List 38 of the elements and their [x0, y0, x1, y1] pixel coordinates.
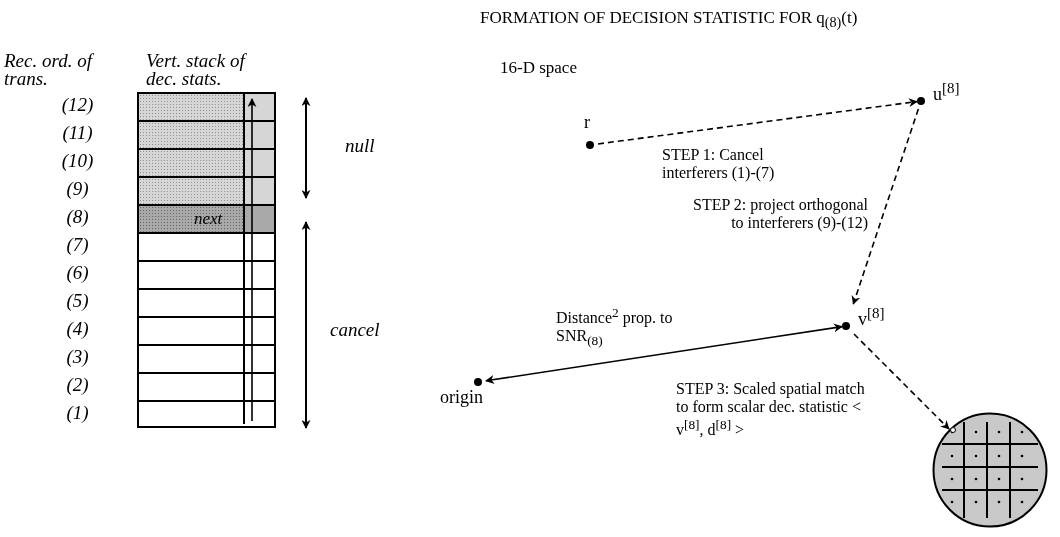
stack-row — [139, 176, 245, 204]
edge-label: Distance$^{2}$ prop. to SNR$_{(8)}$ — [556, 304, 674, 351]
arrow — [485, 323, 843, 384]
point-label: r — [584, 113, 590, 132]
order-number: (4) — [65, 319, 90, 339]
arrow — [597, 98, 918, 145]
order-number: (10) — [60, 151, 95, 171]
bracket-label: cancel — [330, 320, 380, 340]
edge-label: STEP 2: project orthogonal to interferers (9)-(12) — [692, 196, 868, 232]
point-label: u$^{[8]}$ — [933, 79, 960, 104]
stack-row — [139, 148, 245, 176]
stack-frame — [137, 92, 276, 428]
space-label: 16-D space — [500, 58, 577, 77]
order-number: (11) — [61, 123, 94, 143]
edge-label: STEP 1: Cancel interferers (1)-(7) — [662, 146, 776, 182]
point-label: origin — [440, 388, 483, 407]
order-number: (5) — [65, 291, 90, 311]
stack-row — [139, 94, 245, 120]
order-number: (7) — [65, 235, 90, 255]
column-header: Rec. ord. of trans. — [4, 52, 95, 88]
stack-row — [139, 204, 245, 232]
point-label: v$^{[8]}$ — [858, 304, 885, 329]
order-number: (3) — [65, 347, 90, 367]
order-number: (1) — [65, 403, 90, 423]
bracket-label: null — [345, 136, 375, 156]
order-number: (8) — [65, 207, 90, 227]
stack-arrow — [247, 98, 257, 422]
order-number: (6) — [65, 263, 90, 283]
row-label: next — [194, 209, 223, 229]
column-header: Vert. stack of dec. stats. — [146, 52, 248, 88]
order-number: (2) — [65, 375, 90, 395]
edge-label: STEP 3: Scaled spatial match to form scalar dec. statistic < v$^{[8]}$, d$^{[8]}$ > — [676, 380, 866, 440]
order-number: (9) — [65, 179, 90, 199]
diagram-title: FORMATION OF DECISION STATISTIC FOR q$_{(8)}$(t) — [480, 8, 858, 33]
arrow — [851, 108, 920, 305]
order-number: (12) — [60, 95, 95, 115]
stack-row — [139, 120, 245, 148]
arrow — [853, 333, 950, 430]
